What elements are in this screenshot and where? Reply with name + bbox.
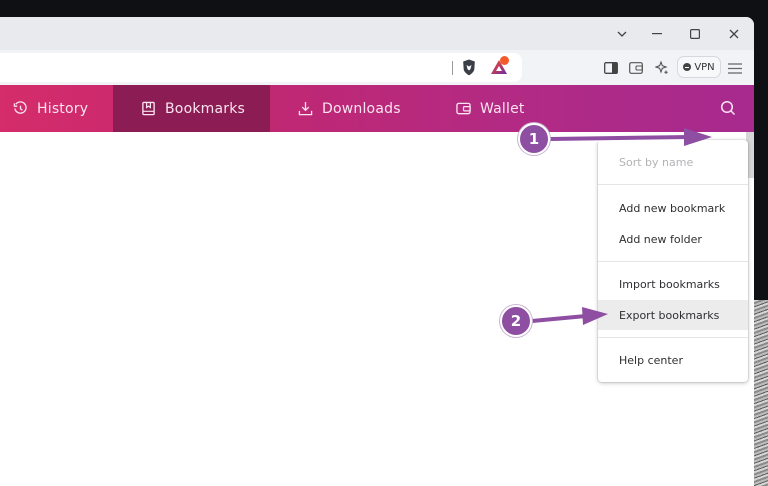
maximize-button[interactable]	[684, 24, 706, 44]
vpn-status-icon	[683, 63, 692, 71]
nav-tab-wallet[interactable]: Wallet	[456, 85, 525, 132]
menu-item-label: Import bookmarks	[619, 277, 720, 291]
wallet-toolbar-button[interactable]	[627, 59, 645, 77]
bookmark-icon	[142, 101, 155, 116]
callout-number: 1	[528, 130, 540, 148]
nav-tab-label: Downloads	[322, 100, 401, 117]
nav-tab-label: History	[37, 100, 89, 117]
vpn-button[interactable]: VPN	[677, 56, 721, 78]
browser-toolbar: VPN	[0, 50, 754, 85]
vpn-label: VPN	[694, 61, 715, 73]
sidebar-toggle-button[interactable]	[602, 59, 620, 77]
hamburger-menu-icon	[728, 62, 742, 74]
scrollbar-thumb[interactable]	[746, 132, 754, 178]
main-menu-button[interactable]	[726, 59, 744, 77]
tab-search-button[interactable]	[611, 24, 633, 44]
menu-item-add-new-folder[interactable]: Add new folder	[598, 224, 748, 254]
annotation-callout-2: 2	[500, 305, 532, 337]
sparkle-icon	[655, 61, 668, 74]
menu-item-export-bookmarks[interactable]: Export bookmarks	[598, 300, 748, 330]
minimize-icon	[652, 33, 662, 35]
download-icon	[298, 101, 313, 116]
menu-item-sort-by-name: Sort by name	[598, 147, 748, 177]
close-button[interactable]	[723, 24, 745, 44]
wallet-icon	[456, 102, 471, 115]
nav-tab-downloads[interactable]: Downloads	[298, 85, 401, 132]
menu-item-label: Export bookmarks	[619, 308, 720, 322]
menu-divider	[598, 337, 748, 338]
rewards-notification-badge	[500, 56, 509, 65]
bookmarks-options-menu: Sort by name Add new bookmark Add new fo…	[598, 140, 748, 382]
wallet-icon	[629, 62, 643, 74]
chevron-down-icon	[617, 31, 627, 37]
menu-item-label: Sort by name	[619, 155, 694, 169]
history-icon	[13, 101, 27, 114]
menu-item-import-bookmarks[interactable]: Import bookmarks	[598, 269, 748, 299]
close-icon	[729, 29, 739, 39]
menu-item-label: Add new bookmark	[619, 201, 726, 215]
menu-item-label: Add new folder	[619, 232, 702, 246]
search-icon[interactable]	[720, 100, 736, 116]
menu-item-label: Help center	[619, 353, 683, 367]
leo-ai-button[interactable]	[653, 59, 671, 77]
address-bar[interactable]	[0, 53, 522, 82]
nav-tab-history[interactable]: History	[13, 85, 88, 132]
bookmarks-page-nav: History Bookmarks Downloads Wallet	[0, 85, 754, 132]
desktop-wallpaper-edge	[754, 300, 768, 486]
maximize-icon	[690, 29, 700, 39]
menu-item-help-center[interactable]: Help center	[598, 345, 748, 375]
title-bar	[0, 17, 754, 50]
nav-tab-bookmarks[interactable]: Bookmarks	[113, 85, 270, 132]
menu-divider	[598, 184, 748, 185]
nav-tab-label: Wallet	[480, 100, 525, 117]
callout-number: 2	[510, 312, 522, 330]
address-bar-divider	[452, 61, 453, 75]
nav-tab-label: Bookmarks	[165, 100, 246, 117]
brave-rewards-icon[interactable]	[490, 58, 508, 76]
minimize-button[interactable]	[646, 24, 668, 44]
brave-shields-icon[interactable]	[462, 59, 476, 76]
menu-item-add-new-bookmark[interactable]: Add new bookmark	[598, 193, 748, 223]
sidebar-icon	[604, 62, 618, 74]
annotation-callout-1: 1	[518, 123, 550, 155]
menu-divider	[598, 261, 748, 262]
